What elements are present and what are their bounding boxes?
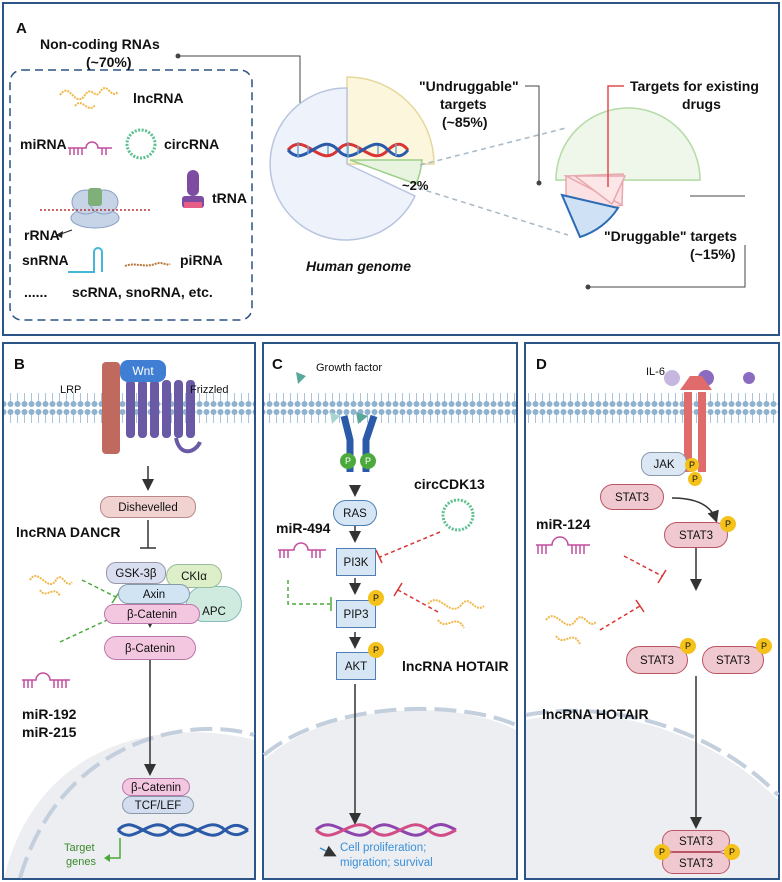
jak-node: JAK	[641, 452, 687, 476]
rrna-label: rRNA	[24, 227, 60, 243]
receptor-p2: P	[360, 453, 376, 469]
others-dots: ......	[24, 284, 48, 300]
mir192-label: miR-192	[22, 706, 77, 722]
undruggable-line2: targets	[440, 96, 487, 112]
stat3-node-3: STAT3	[626, 646, 688, 674]
target-genes-line2: genes	[66, 856, 96, 868]
panel-b-letter: B	[14, 356, 25, 373]
mirna-label: miRNA	[20, 136, 67, 152]
ras-node: RAS	[333, 500, 377, 526]
panel-d-letter: D	[536, 356, 547, 373]
outcome-line1: Cell proliferation;	[340, 842, 427, 854]
human-genome-label: Human genome	[306, 258, 412, 274]
pip3-node: PIP3	[336, 600, 376, 628]
panel-a-letter: A	[16, 20, 27, 37]
noncoding-percent: (~70%)	[86, 54, 132, 70]
jak-phospho-2: P	[688, 472, 702, 486]
druggable-line2: (~15%)	[690, 246, 736, 262]
trna-label: tRNA	[212, 190, 247, 206]
undruggable-line1: "Undruggable"	[419, 78, 519, 94]
panel-c-letter: C	[272, 356, 283, 373]
stat3-dimer-top: STAT3	[662, 830, 730, 852]
stat3-node-4: STAT3	[702, 646, 764, 674]
mir124-label: miR-124	[536, 516, 591, 532]
lncrna-hotair-d-label: lncRNA HOTAIR	[542, 706, 649, 722]
stat3-node-1: STAT3	[600, 484, 664, 510]
noncoding-title: Non-coding RNAs	[40, 36, 160, 52]
others-label: scRNA, snoRNA, etc.	[72, 284, 213, 300]
stat3-4-phospho: P	[756, 638, 772, 654]
jak-phospho-1: P	[685, 458, 699, 472]
lncrna-label: lncRNA	[133, 90, 184, 106]
bcatenin-complex-node: β-Catenin	[104, 604, 200, 624]
pi3k-node: PI3K	[336, 548, 376, 576]
lncrna-dancr-label: lncRNA DANCR	[16, 524, 121, 540]
mir215-label: miR-215	[22, 724, 77, 740]
pip3-phospho: P	[368, 590, 384, 606]
two-percent-label: ~2%	[402, 178, 429, 193]
axin-node: Axin	[118, 584, 190, 604]
stat3-3-phospho: P	[680, 638, 696, 654]
druggable-line1: "Druggable" targets	[604, 228, 738, 244]
mir494-label: miR-494	[276, 520, 331, 536]
growth-factor-label: Growth factor	[316, 362, 383, 374]
il6-label: IL-6	[646, 366, 665, 378]
dimer-phospho-left: P	[654, 844, 670, 860]
tcflef-node: TCF/LEF	[122, 796, 194, 814]
bcatenin-free-node: β-Catenin	[104, 636, 196, 660]
existing-drugs-line1: Targets for existing	[630, 78, 759, 94]
lncrna-hotair-c-label: lncRNA HOTAIR	[402, 658, 509, 674]
stat3-2-phospho: P	[720, 516, 736, 532]
akt-node: AKT	[336, 652, 376, 680]
gsk3b-node: GSK-3β	[106, 562, 166, 584]
circrna-label: circRNA	[164, 136, 220, 152]
stat3-dimer-bottom: STAT3	[662, 852, 730, 874]
target-genes-line1: Target	[64, 842, 95, 854]
stat3-node-2: STAT3	[664, 522, 728, 548]
receptor-p1: P	[340, 453, 356, 469]
circcdk13-label: circCDK13	[414, 476, 485, 492]
frizzled-label: Frizzled	[190, 384, 229, 396]
akt-phospho: P	[368, 642, 384, 658]
wnt-node: Wnt	[120, 360, 166, 382]
dishevelled-node: Dishevelled	[100, 496, 196, 518]
bcatenin-nuclear-node: β-Catenin	[122, 778, 190, 796]
panel-a-graphics	[9, 53, 746, 321]
snrna-label: snRNA	[22, 252, 69, 268]
dimer-phospho-right: P	[724, 844, 740, 860]
pirna-label: piRNA	[180, 252, 223, 268]
undruggable-line3: (~85%)	[442, 114, 488, 130]
lrp-label: LRP	[60, 384, 82, 396]
existing-drugs-line2: drugs	[682, 96, 721, 112]
outcome-line2: migration; survival	[340, 857, 433, 869]
